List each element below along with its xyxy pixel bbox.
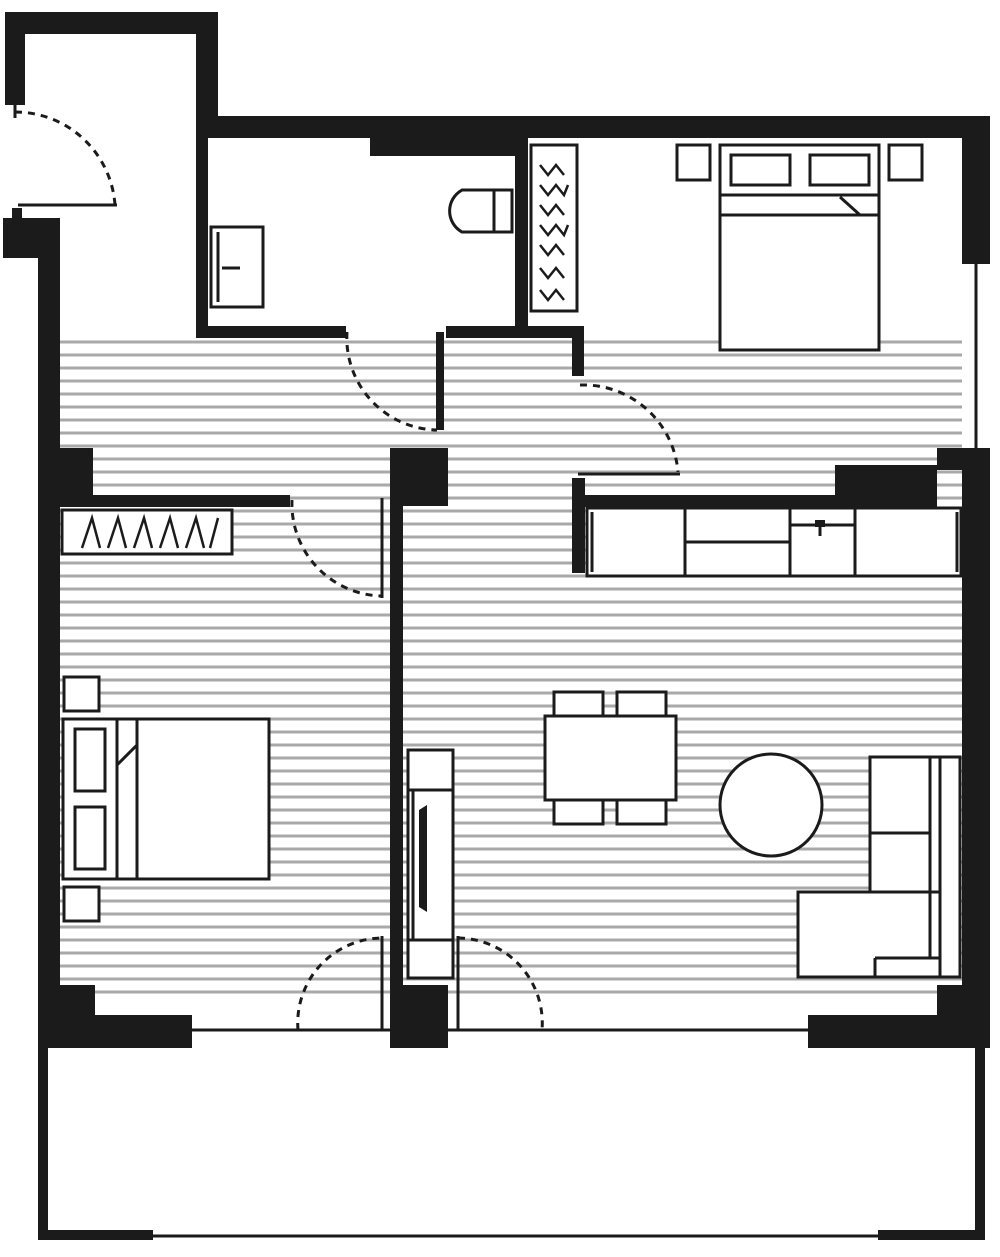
pier-left-mid (60, 448, 93, 496)
exterior-wall-right-upper (962, 116, 990, 264)
exterior-wall-left (38, 218, 60, 1048)
pillow (73, 727, 107, 793)
central-partition (390, 448, 403, 1048)
tv-unit (406, 748, 455, 980)
bathroom-wall-bump (370, 132, 520, 156)
toilet (448, 188, 514, 234)
bathroom-wall-bottom (196, 326, 346, 338)
pillow (808, 153, 871, 187)
nightstand (62, 885, 101, 923)
pier-bottom-left-lintel (38, 1015, 192, 1048)
double-bed (718, 143, 881, 352)
bedroom2-door-swing (290, 499, 383, 598)
entry-door-swing (14, 110, 117, 206)
hall-wall-top-mid (446, 326, 583, 338)
bedroom1-door-swing (579, 383, 680, 473)
dining-chair (615, 690, 668, 718)
entry-wall-left-upper (5, 12, 25, 105)
round-coffee-table (718, 752, 824, 858)
bathroom-door-jamb (436, 332, 444, 430)
nightstand (887, 143, 924, 182)
entry-wall-right (196, 12, 218, 132)
doors (13, 105, 680, 1031)
pillow (73, 805, 107, 871)
pier-bottom-left (60, 985, 95, 1015)
hob (815, 520, 825, 527)
exterior-wall-right-lower (962, 448, 990, 996)
wardrobe (60, 508, 234, 556)
window-lines (18, 203, 978, 1032)
entry-wall-top (5, 12, 218, 34)
dining-chair (552, 798, 605, 826)
dining-chair (552, 690, 605, 718)
balcony-door-right-swing (457, 936, 544, 1031)
walls (3, 12, 990, 1240)
nightstand (675, 143, 712, 182)
door-jamb (12, 208, 22, 220)
bathroom-bedroom-partition (515, 132, 528, 338)
exterior-wall-top (196, 116, 990, 138)
corner-sofa (796, 755, 962, 979)
balcony-wall-right (975, 1048, 985, 1240)
living-door-stop (572, 478, 585, 573)
dining-chair (615, 798, 668, 826)
balcony-door-left-swing (296, 936, 383, 1031)
wardrobe (529, 143, 579, 313)
bathroom-sink (209, 225, 265, 309)
pier-right-mid (835, 465, 937, 507)
kitchen-counter (585, 506, 963, 578)
balcony-wall-bottom-right (878, 1230, 985, 1240)
double-bed (61, 717, 271, 881)
bedroom2-wall-top (60, 495, 290, 507)
dining-table (543, 690, 678, 826)
bedroom-door-jamb (572, 326, 584, 376)
bathroom-door-swing (345, 331, 438, 432)
pillow (729, 153, 792, 187)
balcony-wall-left (38, 1048, 48, 1240)
living-wall-top (580, 495, 880, 507)
pier-bottom-right (937, 985, 990, 1015)
hallway-floor-hatch (60, 340, 962, 448)
pier-bottom-center (390, 985, 448, 1048)
nightstand (62, 675, 101, 713)
pier-bottom-right-lintel (808, 1015, 990, 1048)
bathroom-wall-left (196, 116, 208, 338)
balcony-wall-bottom-left (38, 1230, 153, 1240)
corner-pier-right (937, 448, 990, 470)
